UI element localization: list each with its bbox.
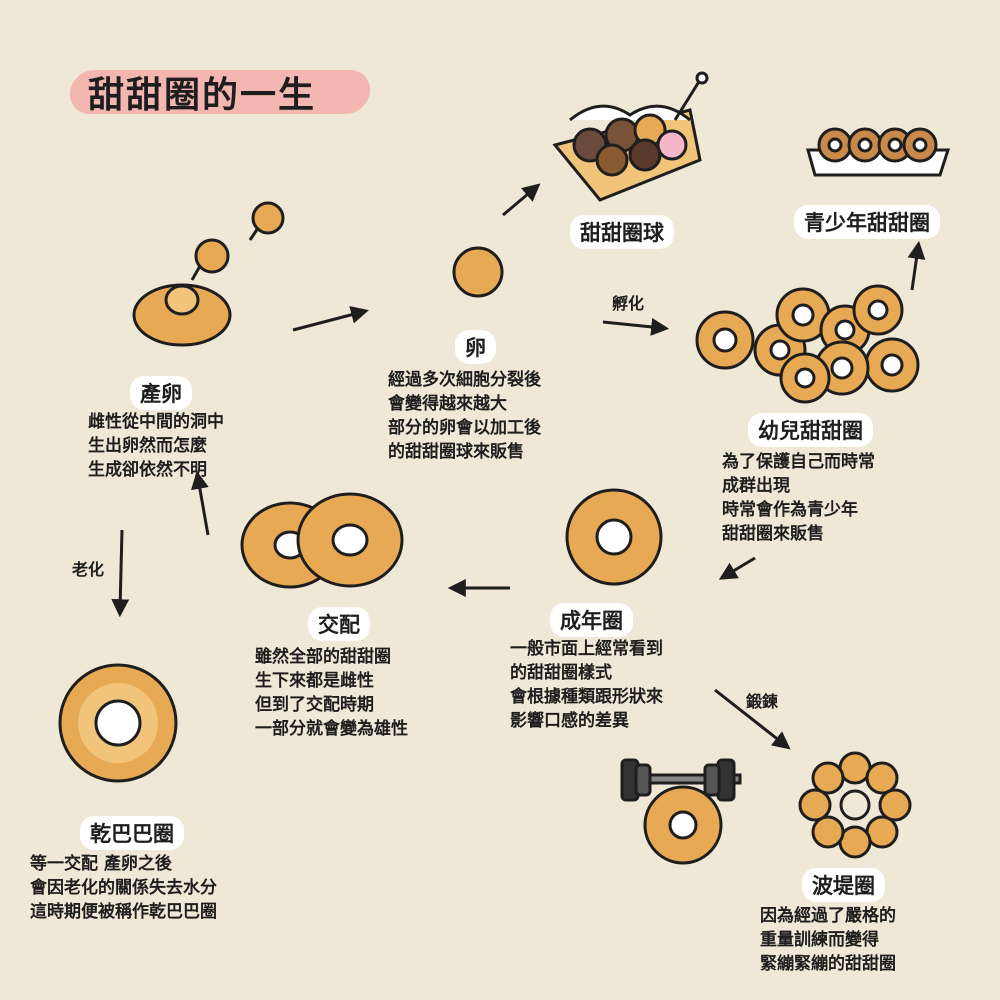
- arrow-mating-to-laying: [191, 470, 210, 536]
- stage-desc-chanluan: 雌性從中間的洞中生出卵然而怎麼生成卻依然不明: [88, 412, 224, 480]
- arrow-laying-to-dry: [111, 529, 130, 618]
- arrow-baby-to-adult: [718, 556, 756, 580]
- arrow-label-hatch: 孵化: [612, 294, 645, 313]
- donut-ball-box-icon: [552, 71, 709, 202]
- dry-donut-icon: [58, 663, 178, 783]
- arrow-egg-to-ball: [502, 183, 541, 217]
- stage-label-mating: 交配: [308, 607, 370, 641]
- stage-label-teen: 青少年甜甜圈: [794, 205, 940, 239]
- teen-donuts-icon: [806, 127, 951, 177]
- stage-label-adult: 成年圈: [550, 603, 633, 637]
- arrow-laying-to-egg: [292, 306, 369, 332]
- stage-label-egg: 卵: [455, 330, 496, 364]
- pon-de-ring-icon: [798, 751, 912, 859]
- arrow-label-aging: 老化: [72, 560, 105, 579]
- stage-desc-adult: 一般市面上經常看到的甜甜圈樣式會根據種類跟形狀來影響口感的差異: [510, 639, 663, 731]
- stage-desc-dry: 等一交配 產卵之後會因老化的關係失去水分這時期便被稱作乾巴巴圈: [30, 854, 217, 922]
- laying-donut-icon: [132, 201, 285, 347]
- arrow-label-training: 鍛鍊: [746, 692, 779, 711]
- training-donut-icon: [620, 758, 742, 865]
- stage-desc-egg: 經過多次細胞分裂後會變得越來越大部分的卵會以加工後的甜甜圈球來販售: [388, 370, 541, 462]
- mating-donuts-icon: [240, 492, 404, 589]
- stage-desc-pon: 因為經過了嚴格的重量訓練而變得緊繃緊繃的甜甜圈: [760, 906, 896, 974]
- arrow-adult-to-pon: [714, 688, 791, 750]
- stage-label-baby: 幼兒甜甜圈: [748, 413, 873, 447]
- stage-label-dry: 乾巴巴圈: [80, 816, 184, 850]
- adult-donut-icon: [565, 488, 663, 586]
- arrow-egg-to-baby: [602, 317, 670, 336]
- stage-label-ball: 甜甜圈球: [570, 215, 674, 249]
- stage-desc-baby: 為了保護自己而時常成群出現時常會作為青少年甜甜圈來販售: [722, 452, 875, 544]
- egg-icon: [452, 246, 504, 298]
- stage-desc-mating: 雖然全部的甜甜圈生下來都是雌性但到了交配時期一部分就會變為雄性: [255, 647, 408, 739]
- stage-label-chanluan: 產卵: [130, 376, 192, 410]
- baby-donuts-icon: [695, 284, 920, 404]
- arrow-baby-to-teen: [907, 240, 926, 291]
- page-title: 甜甜圈的一生: [88, 75, 317, 116]
- stage-label-pon: 波堤圈: [802, 868, 885, 902]
